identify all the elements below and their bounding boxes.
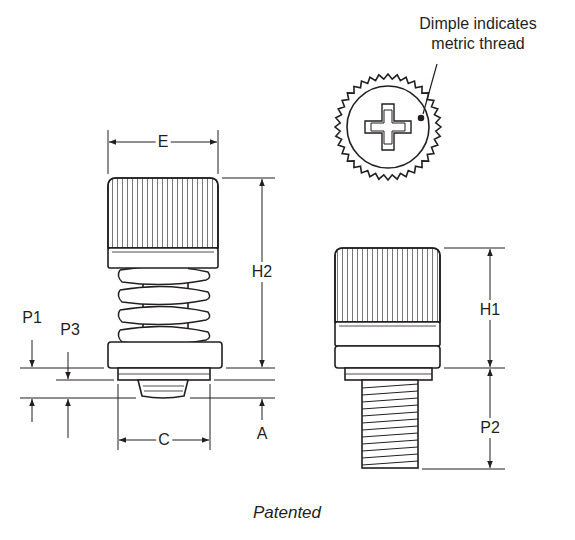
dimension-lines [20, 130, 505, 469]
thread-line [362, 454, 418, 458]
dimension-label: P3 [58, 320, 82, 340]
thread-line [362, 447, 418, 451]
caption: Patented [251, 503, 323, 523]
thread-line [362, 398, 418, 402]
knurled-rim [335, 74, 441, 180]
dimension-label: A [255, 424, 270, 444]
thread-line [362, 426, 418, 430]
coil [118, 286, 209, 304]
side-view-spring [108, 178, 222, 398]
thread-line [362, 405, 418, 409]
dimension-label: H1 [478, 300, 502, 320]
callout-note: Dimple indicates metric thread [401, 14, 555, 54]
thread-line [362, 433, 418, 437]
dimension-label: E [156, 132, 171, 152]
dimension-label: H2 [250, 262, 274, 282]
dimension-label: C [156, 430, 172, 450]
coil [118, 266, 209, 284]
thread-line [362, 391, 418, 395]
dimension-label: P2 [478, 418, 502, 438]
dimension-label: P1 [20, 308, 44, 328]
shaft-top [143, 268, 188, 274]
thread-line [362, 440, 418, 444]
side-view-plain [335, 248, 440, 468]
thread-line [362, 419, 418, 423]
thread-line [362, 461, 418, 465]
coil [118, 306, 209, 324]
top-view [335, 64, 441, 180]
spring-coils [118, 266, 209, 344]
thread-line [362, 384, 418, 388]
screw-thread [362, 384, 418, 465]
thread-line [362, 412, 418, 416]
